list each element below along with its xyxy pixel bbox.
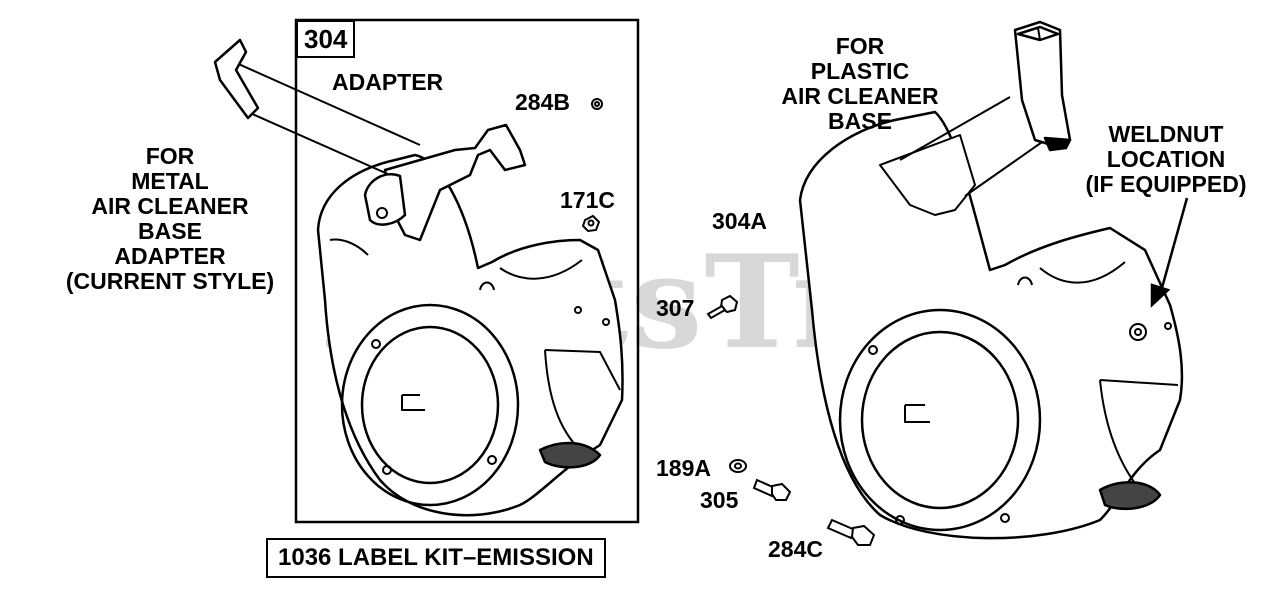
- kit-304-box: [294, 18, 640, 524]
- metal-note-line-2: METAL: [131, 168, 209, 194]
- nut-171C: [581, 214, 601, 233]
- nut-284B: [591, 98, 603, 110]
- part-label-307: 307: [656, 295, 695, 321]
- part-label-304A: 304A: [712, 208, 767, 234]
- plastic-note-line-1: FOR: [835, 33, 885, 59]
- washer-189A: [729, 459, 747, 473]
- metal-note-line-4: BASE: [138, 218, 202, 244]
- part-label-189A: 189A: [656, 455, 711, 481]
- blower-housing-304: [316, 153, 624, 517]
- part-label-305: 305: [700, 487, 739, 513]
- screw-307: [706, 294, 739, 320]
- weldnut-location-note: WELDNUT LOCATION (IF EQUIPPED): [1066, 122, 1266, 197]
- part-label-284B: 284B: [515, 89, 570, 115]
- adapter-part: [213, 38, 527, 242]
- part-label-171C: 171C: [560, 187, 615, 213]
- part-label-284C: 284C: [768, 536, 823, 562]
- weldnut-arrow: [1150, 197, 1189, 308]
- metal-note-line-1: FOR: [145, 143, 195, 169]
- emission-kit-label: 1036 LABEL KIT–EMISSION: [266, 538, 606, 578]
- blower-housing-304A: [798, 96, 1184, 540]
- kit-number-label: 304: [296, 20, 356, 58]
- metal-note-line-5: ADAPTER: [114, 243, 226, 269]
- weldnut-note-line-1: WELDNUT: [1108, 121, 1224, 147]
- bolt-284C: [826, 518, 876, 546]
- plastic-note-line-2: PLASTIC: [810, 58, 910, 84]
- bolt-305: [752, 478, 792, 501]
- plastic-air-cleaner-base-part: [1013, 20, 1072, 152]
- adapter-label: ADAPTER: [332, 69, 444, 95]
- weldnut-note-line-3: (IF EQUIPPED): [1085, 171, 1247, 197]
- plastic-note-line-3: AIR CLEANER: [781, 83, 939, 109]
- metal-note-line-6: (CURRENT STYLE): [65, 268, 275, 294]
- metal-air-cleaner-note: FOR METAL AIR CLEANER BASE ADAPTER (CURR…: [20, 144, 320, 294]
- plastic-note-line-4: BASE: [828, 108, 892, 134]
- weldnut-note-line-2: LOCATION: [1106, 146, 1226, 172]
- metal-note-line-3: AIR CLEANER: [91, 193, 249, 219]
- plastic-air-cleaner-note: FOR PLASTIC AIR CLEANER BASE: [720, 34, 1000, 134]
